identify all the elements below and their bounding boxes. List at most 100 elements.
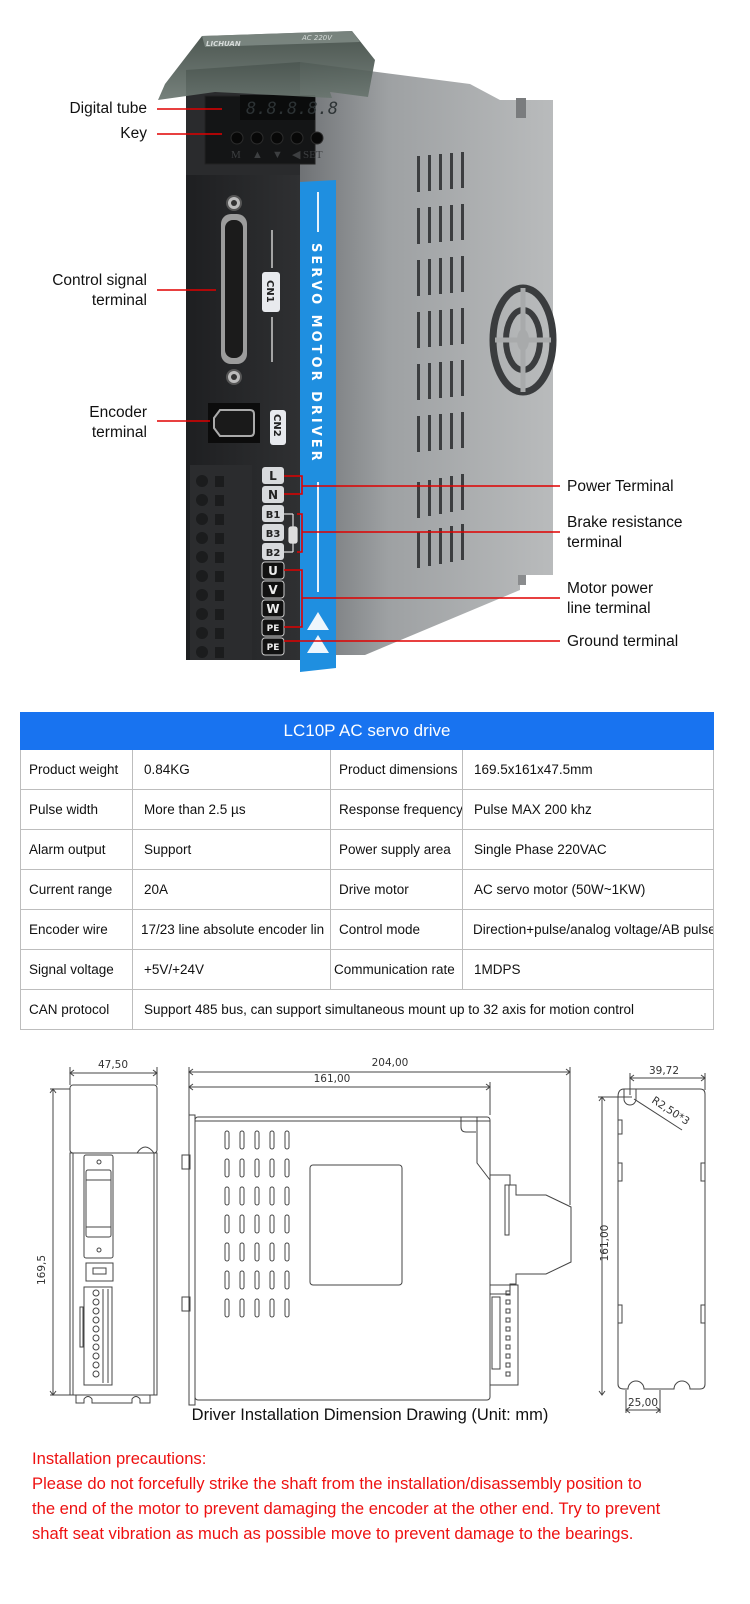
spec-value: 20A — [132, 869, 331, 910]
spec-value: Pulse MAX 200 khz — [462, 789, 714, 830]
dim-back-width: 39,72 — [649, 1065, 679, 1077]
callout-ground-terminal: Ground terminal — [567, 633, 679, 650]
key-buttons — [230, 131, 324, 145]
spec-label: Signal voltage — [20, 949, 133, 990]
spec-table-body: Product weight 0.84KG Product dimensions… — [20, 749, 714, 1030]
spec-value: Support 485 bus, can support simultaneou… — [132, 989, 714, 1030]
terminal-u: U — [268, 564, 278, 578]
callout-line-2: terminal — [567, 534, 623, 551]
spec-label: Current range — [20, 869, 133, 910]
dim-front-height: 169,5 — [36, 1255, 48, 1285]
dim-side-body-length: 161,00 — [314, 1073, 351, 1085]
precautions-line: the end of the motor to prevent damaging… — [32, 1499, 661, 1518]
side-label: SERVO MOTOR DRIVER — [308, 243, 323, 464]
vent-slots — [417, 152, 464, 568]
spec-label: Product weight — [20, 749, 133, 790]
spec-label: Power supply area — [330, 829, 463, 870]
terminal-n: N — [268, 488, 278, 502]
key-left[interactable] — [290, 131, 304, 145]
dim-side-total-length: 204,00 — [372, 1057, 409, 1069]
spec-value: +5V/+24V — [132, 949, 331, 990]
spec-table-title: LC10P AC servo drive — [20, 712, 714, 750]
terminal-b1: B1 — [266, 510, 281, 521]
spec-value: Direction+pulse/analog voltage/AB pulse — [462, 909, 714, 950]
cn1-label: CN1 — [264, 280, 275, 303]
spec-value: Support — [132, 829, 331, 870]
cn1-connector: CN1 — [221, 195, 280, 385]
callout-encoder-terminal: Encoder terminal — [10, 403, 147, 443]
brand-logo: LICHUAN — [206, 40, 241, 48]
callout-digital-tube: Digital tube — [69, 100, 147, 117]
callout-line-2: terminal — [91, 292, 147, 309]
key-label-m: M — [231, 149, 241, 161]
spec-label: Product dimensions — [330, 749, 463, 790]
key-label-set: SET — [303, 149, 323, 161]
cn2-label: CN2 — [271, 414, 282, 437]
terminal-pe-1: PE — [267, 624, 280, 634]
dimension-drawing: 47,50 169,5 204,00 161,00 39,72 161,00 R… — [36, 1057, 706, 1414]
spec-value: AC servo motor (50W~1KW) — [462, 869, 714, 910]
callout-key: Key — [120, 125, 147, 142]
precautions-title: Installation precautions: — [32, 1449, 207, 1468]
callout-line-1: Encoder — [89, 404, 147, 421]
callout-line-2: line terminal — [567, 600, 651, 617]
table-row: Signal voltage +5V/+24V Communication ra… — [20, 949, 714, 990]
spec-label: Encoder wire — [20, 909, 133, 950]
spec-label: Pulse width — [20, 789, 133, 830]
drawing-caption: Driver Installation Dimension Drawing (U… — [191, 1406, 549, 1424]
callout-power-terminal: Power Terminal — [567, 478, 674, 495]
digital-tube-display: 8.8.8.8.8 — [246, 99, 338, 119]
callout-lines — [157, 108, 560, 642]
table-row: CAN protocol Support 485 bus, can suppor… — [20, 989, 714, 1030]
dim-front-width: 47,50 — [98, 1059, 128, 1071]
spec-label: CAN protocol — [20, 989, 133, 1030]
cn2-connector: CN2 — [208, 403, 286, 445]
callout-line-1: Control signal — [52, 272, 147, 289]
table-row: Product weight 0.84KG Product dimensions… — [20, 749, 714, 790]
spec-value: 1MDPS — [462, 949, 714, 990]
spec-value: 0.84KG — [132, 749, 331, 790]
callout-motor-power-line-terminal: Motor power line terminal — [567, 579, 747, 619]
fan-grill-icon — [489, 284, 557, 396]
key-m[interactable] — [230, 131, 244, 145]
front-view — [49, 1067, 158, 1404]
voltage-label: AC 220V — [301, 34, 333, 42]
terminal-l: L — [269, 469, 277, 483]
callout-brake-resistance-terminal: Brake resistance terminal — [567, 513, 747, 553]
back-view — [598, 1073, 706, 1414]
terminal-pe-2: PE — [267, 643, 280, 653]
table-row: Current range 20A Drive motor AC servo m… — [20, 869, 714, 910]
table-row: Pulse width More than 2.5 µs Response fr… — [20, 789, 714, 830]
dim-back-slot-spacing: 25,00 — [628, 1397, 658, 1409]
callout-control-signal-terminal: Control signal terminal — [10, 271, 147, 311]
blue-side-strip: SERVO MOTOR DRIVER — [300, 180, 336, 672]
electric-hazard-icon — [307, 612, 329, 630]
terminal-b2: B2 — [266, 548, 281, 559]
front-terminal-circles — [92, 1289, 100, 1378]
side-panel — [300, 62, 557, 655]
callout-line-1: Motor power — [567, 580, 654, 597]
terminal-v: V — [268, 583, 278, 597]
key-up[interactable] — [250, 131, 264, 145]
spec-label: Drive motor — [330, 869, 463, 910]
key-set[interactable] — [310, 131, 324, 145]
terminal-w: W — [266, 602, 279, 616]
spec-value: Single Phase 220VAC — [462, 829, 714, 870]
key-label-down: ▼ — [272, 149, 283, 161]
installation-precautions: Installation precautions: Please do not … — [32, 1446, 732, 1546]
callout-line-1: Brake resistance — [567, 514, 683, 531]
key-down[interactable] — [270, 131, 284, 145]
callout-line-2: terminal — [91, 424, 147, 441]
table-row: Encoder wire 17/23 line absolute encoder… — [20, 909, 714, 950]
spec-value: 169.5x161x47.5mm — [462, 749, 714, 790]
side-terminal-pins — [505, 1290, 511, 1377]
display-cover-lid[interactable]: LICHUAN AC 220V — [158, 31, 375, 100]
spec-value: 17/23 line absolute encoder lin — [132, 909, 331, 950]
terminal-b3: B3 — [266, 529, 281, 540]
key-label-up: ▲ — [252, 149, 263, 161]
spec-table: LC10P AC servo drive Product weight 0.84… — [20, 712, 714, 1030]
side-view — [181, 1067, 572, 1406]
precautions-line: shaft seat vibration as much as possible… — [32, 1524, 634, 1543]
spec-label: Alarm output — [20, 829, 133, 870]
precautions-line: Please do not forcefully strike the shaf… — [32, 1474, 642, 1493]
